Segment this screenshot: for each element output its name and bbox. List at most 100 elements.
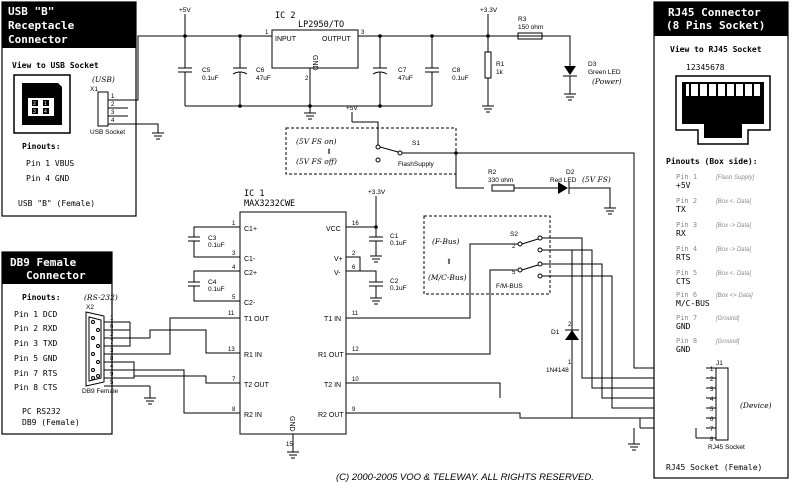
db9-title-line1: DB9 Female — [10, 256, 77, 269]
svg-text:Pin 2: Pin 2 — [676, 197, 697, 205]
c8-value: 0.1uF — [452, 75, 469, 82]
svg-text:2: 2 — [710, 377, 714, 383]
rj45-socket-contacts — [689, 84, 754, 96]
d2-label: D2 — [566, 169, 575, 176]
svg-text:[Box <- Data]: [Box <- Data] — [715, 271, 752, 277]
ic1-r1out: R1 OUT — [318, 352, 344, 359]
svg-text:3: 3 — [232, 251, 236, 257]
d2-led-symbol — [558, 182, 568, 194]
svg-text:1: 1 — [110, 316, 114, 322]
d3-tag: (Power) — [592, 77, 622, 86]
r2-d2-chain: R2 330 ohm D2 Red LED (5V FS) — [488, 169, 616, 215]
rj45-pin4-signal: RTS — [676, 253, 691, 262]
ic1-to-rj45-wires — [346, 382, 706, 451]
c1-value: 0.1uF — [390, 240, 407, 247]
ic1-vplus: V+ — [334, 256, 343, 263]
ic2-input-label: INPUT — [275, 36, 297, 43]
d1-label: D1 — [551, 329, 560, 336]
svg-text:6: 6 — [110, 324, 114, 330]
s1-off-label: (5V FS off) — [296, 157, 337, 166]
svg-text:2: 2 — [352, 251, 356, 257]
rj45-title-line1: RJ45 Connector — [668, 6, 761, 19]
usb-pin-4: 4 — [111, 118, 115, 124]
s1-frame — [285, 127, 457, 175]
ic1-c1minus: C1- — [244, 256, 256, 263]
svg-text:[Flash Supply]: [Flash Supply] — [715, 175, 754, 181]
db9-connector-x2: (RS-232) X2 DB9 Female 1 6 2 7 3 8 4 9 5 — [82, 293, 240, 414]
s2-f-label: (F-Bus) — [432, 237, 460, 246]
r3-label: R3 — [518, 16, 527, 23]
r3-value: 150 ohm — [518, 24, 543, 31]
ic1-vcc: VCC — [326, 226, 341, 233]
rj45-ref: J1 — [716, 360, 723, 367]
ic1-ref: IC 1 — [244, 189, 264, 199]
ic2-ref: IC 2 — [275, 11, 295, 21]
plus3v3-label: +3.3V — [480, 7, 498, 14]
usb-title-line3: Connector — [8, 33, 68, 46]
db9-pinout-2: Pin 2 RXD — [14, 324, 58, 333]
usb-socket-label: USB Socket — [90, 129, 125, 136]
svg-text:⇕: ⇕ — [326, 147, 332, 156]
svg-text:3: 3 — [710, 387, 714, 393]
c3-label: C3 — [208, 235, 217, 242]
usb-panel: USB "B" Receptacle Connector View to USB… — [1, 1, 137, 217]
db9-socket-label: DB9 Female — [82, 388, 119, 395]
ic1-gnd-label: GND — [288, 416, 295, 432]
svg-text:11: 11 — [228, 311, 235, 317]
svg-text:9: 9 — [352, 407, 356, 413]
svg-text:8: 8 — [110, 356, 114, 362]
svg-text:[Box <- Data]: [Box <- Data] — [715, 199, 752, 205]
c8-label: C8 — [452, 67, 461, 74]
usb-pinouts-label: Pinouts: — [22, 141, 61, 151]
svg-text:15: 15 — [286, 442, 293, 448]
rj45-pin1-signal: +5V — [676, 181, 691, 190]
rj45-title-line2: (8 Pins Socket) — [666, 19, 765, 32]
svg-text:13: 13 — [228, 347, 235, 353]
svg-text:8: 8 — [710, 437, 714, 443]
db9-pinouts-label: Pinouts: — [22, 292, 61, 302]
svg-text:Pin 3: Pin 3 — [676, 221, 697, 229]
c2-label: C2 — [390, 278, 399, 285]
ic2-body — [271, 29, 359, 69]
svg-text:Pin 6: Pin 6 — [676, 291, 697, 299]
svg-text:8: 8 — [232, 407, 236, 413]
ic1-body — [239, 211, 347, 435]
svg-text:4: 4 — [232, 265, 236, 271]
db9-footer-1: PC RS232 — [22, 407, 61, 416]
ic1-t1out: T1 OUT — [244, 316, 270, 323]
d3-led-symbol — [564, 66, 576, 75]
rj45-pin6-signal: M/C-BUS — [676, 299, 710, 308]
ic1-t2in: T2 IN — [324, 382, 341, 389]
d1-diode-symbol — [565, 330, 579, 340]
db9-pinout-4: Pin 5 GND — [14, 354, 58, 363]
svg-text:Pin 5: Pin 5 — [676, 269, 697, 277]
ic2-pin3: 3 — [361, 30, 365, 36]
rj45-pin-numbers: 12345678 — [686, 63, 725, 72]
db9-pinout-1: Pin 1 DCD — [14, 310, 58, 319]
r2-label: R2 — [488, 169, 497, 176]
svg-text:12: 12 — [352, 347, 359, 353]
svg-text:4: 4 — [710, 397, 714, 403]
d3-label: D3 — [588, 61, 597, 68]
svg-text:4: 4 — [110, 364, 114, 370]
svg-text:[Ground]: [Ground] — [715, 339, 740, 345]
ic1-c2plus: C2+ — [244, 270, 257, 277]
svg-text:Pin 7: Pin 7 — [676, 314, 697, 322]
db9-panel: DB9 Female Connector Pinouts: Pin 1 DCD … — [1, 251, 113, 435]
ic1-t2out: T2 OUT — [244, 382, 270, 389]
rj45-panel-header — [654, 2, 788, 36]
db9-ref: X2 — [86, 304, 94, 311]
svg-text:5: 5 — [512, 270, 516, 276]
db9-connector-shell — [85, 311, 105, 387]
svg-text:7: 7 — [710, 427, 714, 433]
ic1-r2out: R2 OUT — [318, 412, 344, 419]
svg-text:Pin 8: Pin 8 — [676, 337, 697, 345]
ic1-c1plus: C1+ — [244, 226, 257, 233]
rj45-device-tag: (Device) — [740, 401, 772, 410]
usb-connector-x1: (USB) X1 1 2 3 4 USB Socket — [90, 35, 185, 140]
usb-panel-header — [2, 2, 136, 48]
ic1-r2in: R2 IN — [244, 412, 262, 419]
c2-value: 0.1uF — [390, 285, 407, 292]
rj45-view-label: View to RJ45 Socket — [670, 44, 762, 54]
